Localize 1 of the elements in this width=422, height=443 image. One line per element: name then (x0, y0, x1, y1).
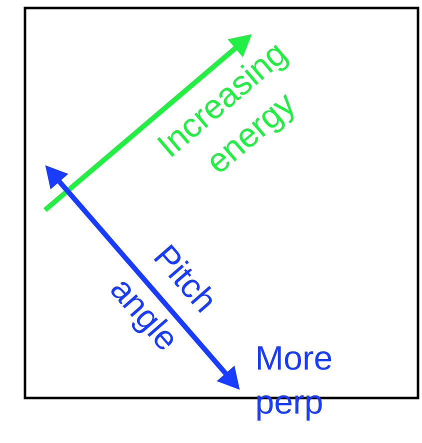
label: More perp (257, 346, 332, 421)
